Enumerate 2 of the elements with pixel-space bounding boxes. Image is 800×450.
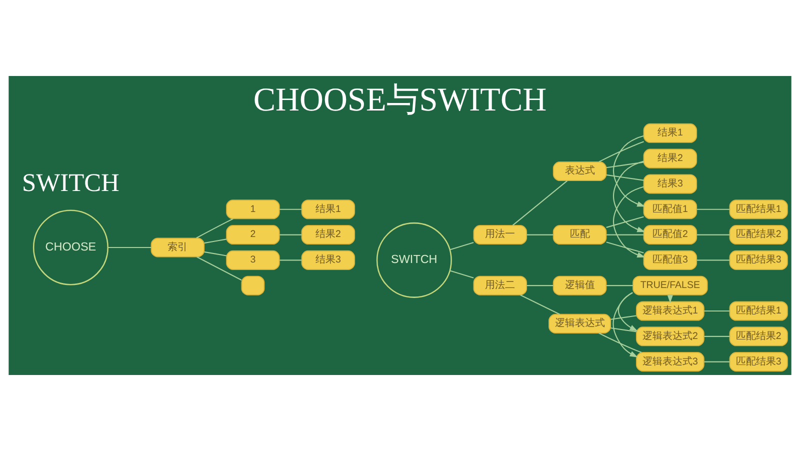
- label: SWITCH: [22, 168, 120, 197]
- diagram-title: CHOOSE与SWITCH: [253, 80, 547, 118]
